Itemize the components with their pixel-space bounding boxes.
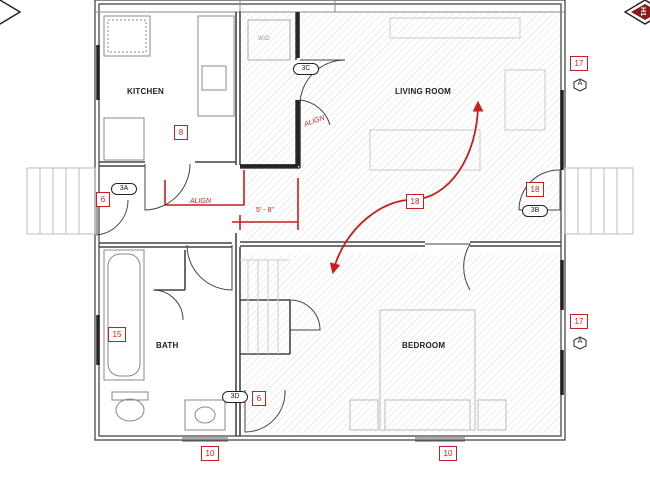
exterior-stairs-right [564, 167, 634, 235]
align-marks [164, 170, 299, 230]
align-note-kitchen: ALIGN [190, 198, 212, 205]
dimension-note: 5' - 8" [256, 207, 274, 214]
hex-marker-top-label: A [577, 80, 583, 87]
keynote-tag-bottom-left: 10 [201, 446, 219, 461]
exterior-stairs-left [26, 167, 96, 235]
hex-marker-bottom [573, 336, 587, 350]
door-tag-closet: 3C [293, 63, 319, 75]
kitchen-fixtures [103, 15, 235, 161]
bedroom-furniture [349, 309, 507, 431]
door-swings [96, 59, 561, 433]
room-label-bedroom: BEDROOM [402, 341, 446, 350]
room-label-living-room: LIVING ROOM [395, 87, 451, 96]
windows [182, 437, 465, 442]
keynote-tag-living-right: 18 [526, 182, 544, 197]
bath-fixtures [103, 249, 226, 431]
door-tag-bath: 3D [222, 391, 248, 403]
door-tag-right: 3B [522, 205, 548, 217]
keynote-tag-right-top: 17 [570, 56, 588, 71]
keynote-tag-kitchen: 8 [174, 125, 188, 140]
keynote-tag-bath: 15 [108, 327, 126, 342]
hex-marker-bottom-label: A [577, 338, 583, 345]
room-label-kitchen: KITCHEN [127, 87, 164, 96]
hatched-floor [242, 12, 560, 433]
keynote-tag-entry: 6 [96, 192, 110, 207]
top-partition [95, 0, 565, 13]
keynote-tag-bottom-right: 10 [439, 446, 457, 461]
room-label-wd: W/D [258, 36, 270, 42]
hex-marker-top [573, 78, 587, 92]
keynote-tag-bath-door: 6 [252, 391, 266, 406]
heavy-walls [96, 12, 564, 395]
room-label-bath: BATH [156, 341, 179, 350]
marker-h1-label: H1 [638, 7, 646, 16]
washer-dryer [247, 19, 291, 61]
interior-walls [99, 12, 561, 436]
keynote-tag-right-bottom: 17 [570, 314, 588, 329]
corner-markers [0, 0, 650, 25]
keynote-tag-living-path: 18 [406, 194, 424, 209]
closet-shelving [240, 259, 290, 354]
door-tag-entry: 3A [111, 183, 137, 195]
